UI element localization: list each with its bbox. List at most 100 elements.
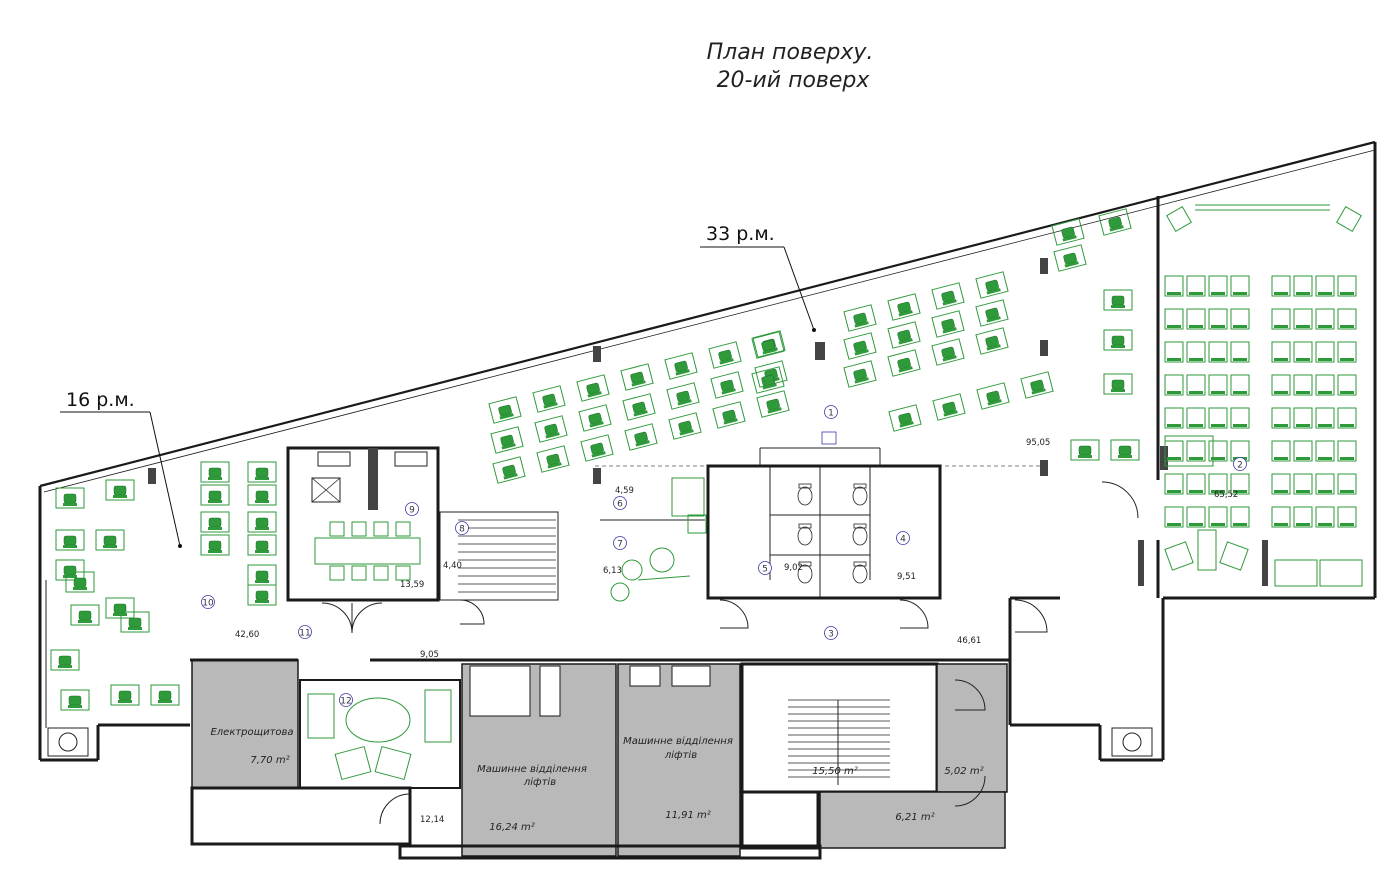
area-label: 65,52 [1214,490,1238,500]
workstation [247,511,277,533]
area-label: 95,05 [1026,438,1050,448]
workstation [1070,439,1100,461]
area-labels: 95,05 65,52 4,59 6,13 9,02 9,51 13,59 4,… [235,438,1238,825]
workstation [105,597,135,619]
workstation [751,366,785,394]
workstation [1098,208,1132,236]
area-label: 9,02 [784,563,803,573]
callout-33: 33 р.м. [700,223,816,332]
workstation [247,534,277,556]
room-bubble-2: 2 [1233,457,1247,471]
workstation [55,487,85,509]
room-number-bubbles: 1 2 3 4 5 6 7 8 9 10 11 12 [201,405,1247,707]
workstation [247,564,277,586]
workstation [534,415,568,443]
workstation [932,393,966,421]
room-bubble-8: 8 [455,521,469,535]
small-room-1-area: 5,02 m² [944,766,983,777]
area-label: 4,59 [615,486,634,496]
workstation [1051,218,1085,246]
workstation [65,571,95,593]
workstation [887,349,921,377]
room-bubble-1: 1 [824,405,838,419]
workstation [975,327,1009,355]
workstation [843,304,877,332]
workstation [55,559,85,581]
workstation [664,352,698,380]
room-bubble-12: 12 [339,693,353,707]
service-block [47,658,1153,860]
workstation [976,382,1010,410]
workstation [200,534,230,556]
workstation [532,385,566,413]
workstation [756,390,790,418]
workstation [150,684,180,706]
workstation [931,338,965,366]
stairs-area: 15,50 m² [812,766,858,777]
svg-text:9: 9 [409,506,415,516]
workstation [1103,289,1133,311]
workstation [60,689,90,711]
workstation [887,321,921,349]
workstation [580,434,614,462]
svg-text:5: 5 [762,565,768,575]
lift-room-1-name: Машинне відділення [477,763,587,775]
core-walls [286,431,1139,634]
workstation [931,310,965,338]
workstation [50,649,80,671]
workstation [70,604,100,626]
workstation [492,456,526,484]
workstation [95,529,125,551]
callout-16: 16 р.м. [60,389,182,548]
plan-title-line2: 20-ий поверх [717,68,871,93]
workstation [120,611,150,633]
workstation [247,484,277,506]
workstation [622,393,656,421]
callout-center-label: 33 р.м. [706,223,775,245]
workstation [712,401,746,429]
room-bubble-11: 11 [298,625,312,639]
workstation [666,382,700,410]
area-label: 6,13 [603,566,622,576]
workstation [1103,329,1133,351]
workstation [247,461,277,483]
workstation [888,404,922,432]
service-room-labels: Електрощитова 7,70 m² Машинне відділення… [210,727,983,833]
workstation [200,511,230,533]
svg-text:8: 8 [459,525,465,535]
room-bubble-6: 6 [613,496,627,510]
room-bubble-7: 7 [613,536,627,550]
workstation [1103,373,1133,395]
workstation [708,341,742,369]
workstation [110,684,140,706]
stair-flight [458,519,556,593]
room-bubble-3: 3 [824,626,838,640]
workstation [576,374,610,402]
workstation [1053,244,1087,272]
open-office-desks [50,208,1140,711]
area-label: 4,40 [443,561,462,571]
lift-room-2-name2: ліфтів [664,749,697,761]
workstation [843,360,877,388]
workstation [55,529,85,551]
workstation [488,396,522,424]
lift-room-2-name: Машинне відділення [623,735,733,747]
electrical-room-name: Електрощитова [210,727,293,738]
svg-text:6: 6 [617,500,623,510]
toilet-fixtures [797,483,868,584]
lift-room-1-name2: ліфтів [523,776,556,788]
workstation [975,299,1009,327]
workstation [710,371,744,399]
seat-rows-left [1164,275,1250,528]
room-bubble-5: 5 [758,561,772,575]
workstation [536,445,570,473]
callout-left-label: 16 р.м. [66,389,135,411]
workstation [1110,439,1140,461]
workstation [578,404,612,432]
svg-text:7: 7 [617,540,623,550]
svg-text:4: 4 [900,535,906,545]
lift-room-1-area: 16,24 m² [489,822,535,833]
svg-text:10: 10 [202,599,214,609]
seat-rows-right [1271,275,1357,528]
